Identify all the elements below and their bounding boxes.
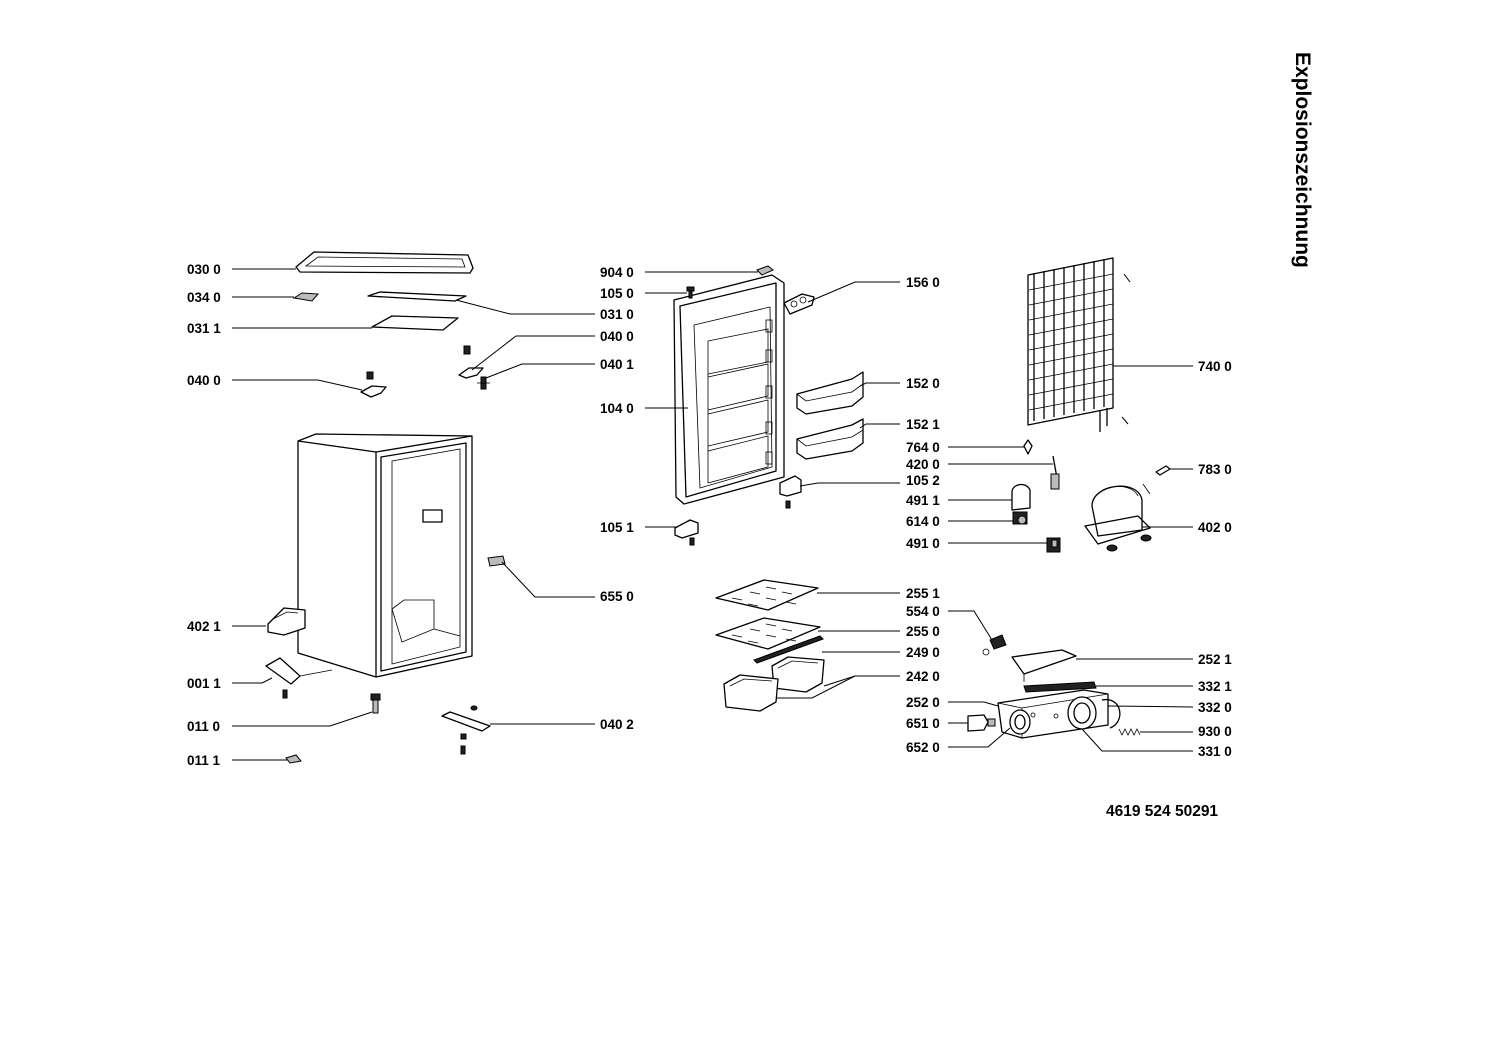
label-031-1: 031 1 — [187, 321, 221, 336]
bracket-001-1 — [265, 657, 333, 699]
label-740-0: 740 0 — [1198, 359, 1232, 374]
label-651-0: 651 0 — [906, 716, 940, 731]
label-491-1: 491 1 — [906, 493, 940, 508]
compressor-402-0 — [1084, 483, 1152, 552]
label-152-1: 152 1 — [906, 417, 940, 432]
strip-249-0 — [753, 635, 824, 664]
label-255-1: 255 1 — [906, 586, 940, 601]
part-420-0 — [1050, 455, 1060, 490]
label-332-0: 332 0 — [1198, 700, 1232, 715]
label-252-0: 252 0 — [906, 695, 940, 710]
lamp-651-0 — [967, 714, 996, 732]
plate-031-1 — [371, 315, 459, 331]
label-655-0: 655 0 — [600, 589, 634, 604]
cover-491-1 — [1011, 483, 1031, 511]
label-011-1: 011 1 — [187, 753, 221, 768]
cap-011-1 — [285, 754, 302, 764]
shelf-255-1 — [715, 579, 819, 611]
part-655-0 — [487, 555, 506, 567]
label-652-0: 652 0 — [906, 740, 940, 755]
knob-331-0 — [1067, 696, 1097, 730]
part-332-1 — [1023, 681, 1097, 693]
hinge-cover-034-0 — [292, 292, 320, 302]
hinge-105-1 — [674, 519, 699, 546]
label-614-0: 614 0 — [906, 514, 940, 529]
label-764-0: 764 0 — [906, 440, 940, 455]
label-402-1: 402 1 — [187, 619, 221, 634]
part-783-0 — [1155, 465, 1171, 476]
egg-tray-156-0 — [783, 293, 815, 315]
leader-lines — [232, 268, 1194, 761]
clip-bottom — [1121, 416, 1129, 425]
label-040-0-mid: 040 0 — [600, 329, 634, 344]
condenser-740-0 — [1027, 257, 1114, 432]
document-number: 4619 524 50291 — [1106, 803, 1218, 820]
part-labels: 030 0 034 0 031 1 040 0 402 1 001 1 011 … — [187, 262, 1232, 768]
part-491-0 — [1046, 537, 1061, 553]
screw-105-0 — [686, 286, 695, 299]
label-040-0-left: 040 0 — [187, 373, 221, 388]
light-cover-252-1 — [1011, 649, 1077, 682]
label-156-0: 156 0 — [906, 275, 940, 290]
drawing-title: Explosionszeichnung — [1291, 52, 1314, 268]
label-001-1: 001 1 — [187, 676, 221, 691]
label-249-0: 249 0 — [906, 645, 940, 660]
label-011-0: 011 0 — [187, 719, 220, 734]
label-104-0: 104 0 — [600, 401, 634, 416]
label-332-1: 332 1 — [1198, 679, 1232, 694]
knob-332-0 — [1101, 699, 1121, 729]
label-554-0: 554 0 — [906, 604, 940, 619]
label-904-0: 904 0 — [600, 265, 634, 280]
label-252-1: 252 1 — [1198, 652, 1232, 667]
label-420-0: 420 0 — [906, 457, 940, 472]
label-255-0: 255 0 — [906, 624, 940, 639]
label-331-0: 331 0 — [1198, 744, 1232, 759]
cap-904-0 — [756, 265, 774, 276]
screw-011-0 — [370, 693, 381, 714]
part-554-0 — [982, 634, 1007, 656]
hinge-105-2 — [779, 475, 802, 509]
crisper-242-0 — [723, 656, 825, 712]
label-105-1: 105 1 — [600, 520, 634, 535]
insulation-strip-031-0 — [367, 291, 467, 302]
hinge-040-0-left — [360, 371, 387, 398]
part-764-0 — [1023, 439, 1033, 455]
clip-top — [1123, 273, 1131, 283]
label-152-0: 152 0 — [906, 376, 940, 391]
shelf-255-0 — [715, 617, 821, 650]
pin-040-1 — [477, 376, 490, 390]
relay-614-0 — [1012, 511, 1028, 525]
foot-402-1 — [267, 607, 306, 636]
label-031-0: 031 0 — [600, 307, 634, 322]
label-034-0: 034 0 — [187, 290, 221, 305]
label-930-0: 930 0 — [1198, 724, 1232, 739]
label-040-1: 040 1 — [600, 357, 634, 372]
cabinet — [297, 433, 473, 678]
top-cover-030-0 — [295, 251, 474, 274]
door-shelf-152-1 — [796, 418, 864, 460]
label-402-0: 402 0 — [1198, 520, 1232, 535]
label-491-0: 491 0 — [906, 536, 940, 551]
bracket-040-2 — [441, 705, 491, 755]
door-shelf-152-0 — [796, 371, 864, 415]
label-030-0: 030 0 — [187, 262, 221, 277]
spring-930-0 — [1118, 728, 1141, 736]
label-040-2: 040 2 — [600, 717, 634, 732]
label-105-0: 105 0 — [600, 286, 634, 301]
door-104-0 — [673, 274, 785, 505]
label-105-2: 105 2 — [906, 473, 940, 488]
label-783-0: 783 0 — [1198, 462, 1232, 477]
lamp-socket-652-0 — [1009, 709, 1031, 735]
hinge-040-0-mid — [458, 345, 484, 379]
label-242-0: 242 0 — [906, 669, 940, 684]
